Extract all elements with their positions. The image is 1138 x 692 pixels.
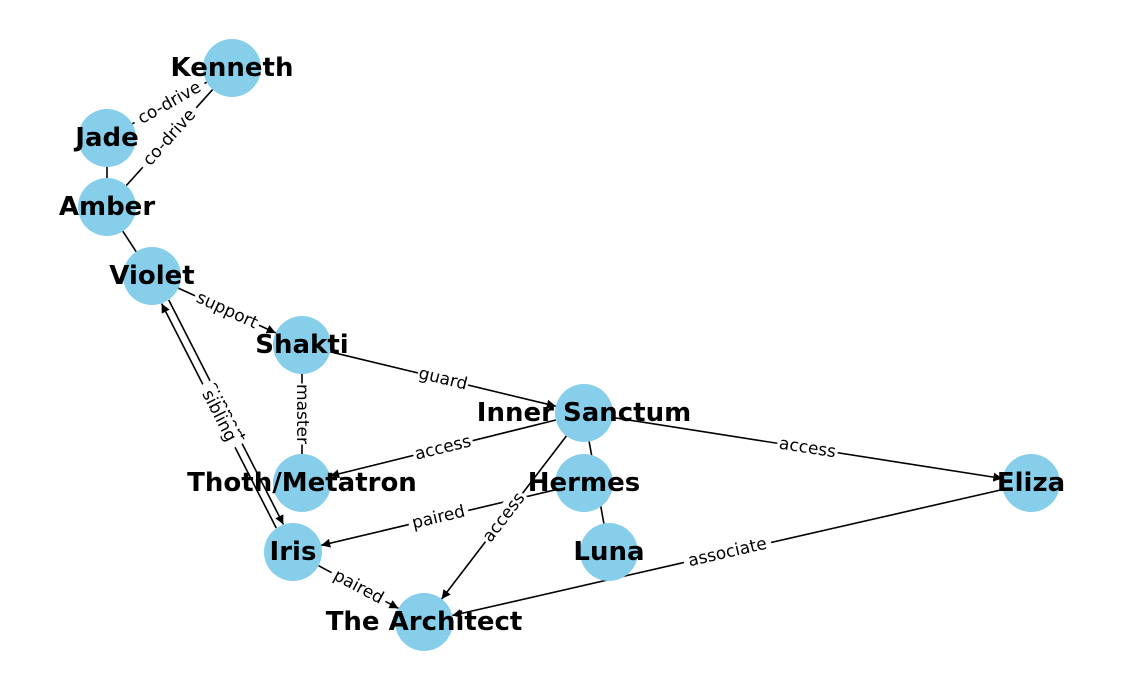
node-label-iris: Iris [270, 537, 317, 567]
node-label-jade: Jade [73, 123, 138, 153]
edges-layer [106, 81, 1003, 618]
node-violet [123, 247, 181, 305]
edge-label-background [292, 383, 312, 445]
node-inner [555, 384, 613, 442]
node-label-hermes: Hermes [528, 468, 640, 498]
edge-label-background [190, 286, 264, 335]
edge-amber-violet [122, 230, 137, 253]
edge-label-background [406, 500, 471, 535]
node-amber [78, 178, 136, 236]
edge-label-text: guard [417, 363, 470, 394]
node-iris [264, 523, 322, 581]
edge-label-text: paired [410, 502, 467, 534]
node-luna [580, 523, 638, 581]
node-label-eliza: Eliza [997, 468, 1065, 498]
nodes-layer [78, 39, 1060, 651]
edge-label-shakti-inner: guard [415, 363, 471, 395]
node-label-shakti: Shakti [255, 330, 348, 360]
edge-label-inner-thoth: access [410, 430, 476, 466]
edge-label-background [410, 430, 476, 466]
node-architect [395, 593, 453, 651]
node-eliza [1002, 454, 1060, 512]
edge-label-text: associate [686, 534, 769, 571]
edge-label-background [477, 487, 531, 548]
edge-label-iris-architect: paired [326, 563, 391, 611]
edge-label-eliza-architect: associate [681, 532, 774, 573]
edge-label-shakti-thoth: master [292, 383, 312, 445]
edge-label-text: access [479, 489, 530, 547]
node-label-thoth: Thoth/Metatron [187, 468, 417, 498]
node-jade [78, 109, 136, 167]
edge-label-background [415, 363, 471, 395]
edge-label-violet-shakti: support [190, 286, 264, 335]
node-label-violet: Violet [109, 261, 194, 291]
node-shakti [273, 316, 331, 374]
edge-label-background [135, 101, 204, 174]
node-label-kenneth: Kenneth [171, 53, 294, 83]
node-label-inner: Inner Sanctum [477, 398, 691, 428]
edge-label-inner-architect: access [477, 487, 531, 548]
edge-labels-layer: co-driveco-drivesupportsupportsiblinggua… [129, 74, 840, 611]
edge-label-background [681, 532, 774, 573]
node-thoth [273, 454, 331, 512]
edge-label-background [775, 433, 840, 463]
edge-label-background [326, 563, 391, 611]
edge-label-background [193, 379, 244, 452]
edge-label-text: master [292, 384, 312, 444]
edge-label-hermes-iris: paired [406, 500, 471, 535]
edge-label-text: access [778, 434, 838, 463]
node-hermes [555, 454, 613, 512]
edge-label-inner-eliza: access [775, 433, 840, 463]
edge-label-background [129, 74, 210, 132]
node-label-architect: The Architect [326, 607, 523, 637]
node-label-amber: Amber [59, 192, 155, 222]
edge-label-text: paired [330, 565, 387, 608]
edge-label-text: access [413, 431, 474, 464]
node-label-luna: Luna [573, 537, 644, 567]
node-kenneth [203, 39, 261, 97]
edge-label-text: support [193, 288, 261, 334]
